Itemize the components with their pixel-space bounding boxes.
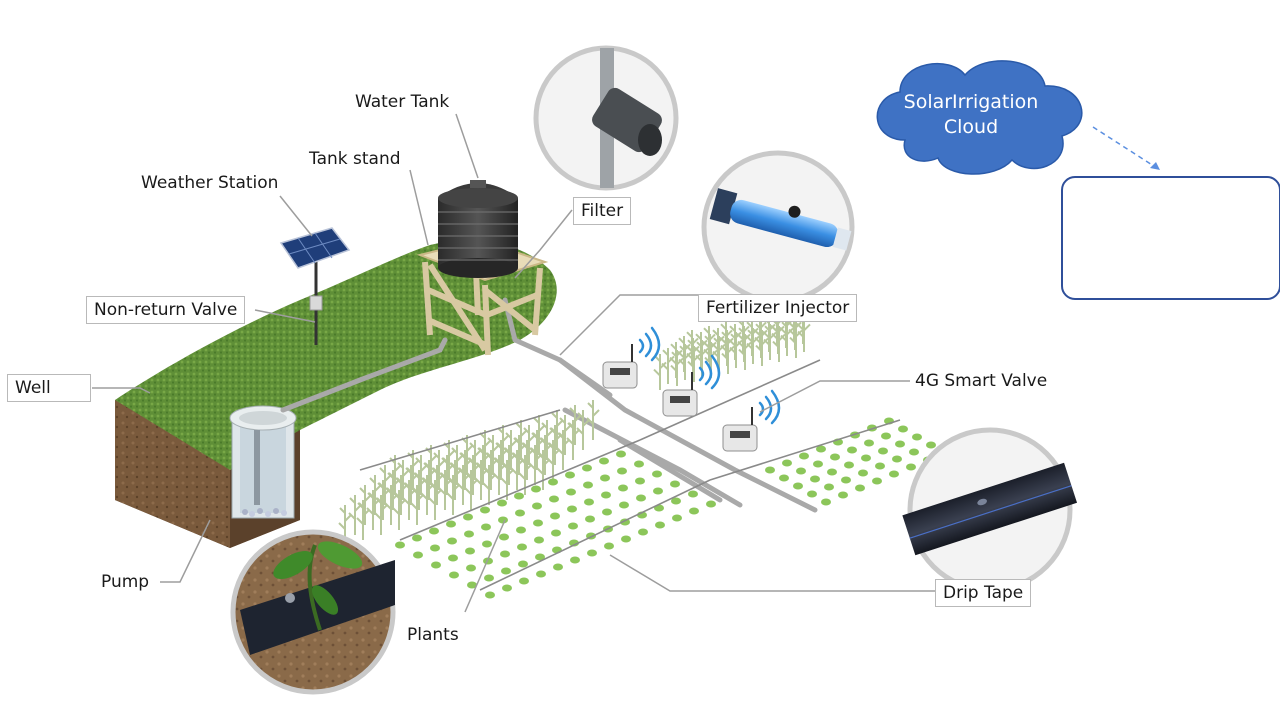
cloud-connector: [1092, 126, 1161, 171]
label-water-tank: Water Tank: [355, 92, 450, 112]
label-weather-station: Weather Station: [141, 173, 279, 193]
label-drip-tape: Drip Tape: [935, 579, 1032, 607]
gravel: [242, 508, 287, 517]
seedling-field: [395, 450, 716, 599]
main-pipe: [280, 297, 818, 513]
label-non-return-valve: Non-return Valve: [86, 296, 246, 324]
drip-lines: [359, 359, 901, 591]
well: [229, 405, 297, 519]
label-filter: Filter: [573, 197, 632, 225]
label-4g-smart-valve: 4G Smart Valve: [915, 371, 1048, 391]
cloud-label-line1: SolarIrrigation: [903, 91, 1039, 113]
label-tank-stand: Tank stand: [309, 149, 401, 169]
maize-field-right: [653, 306, 811, 390]
fertilizer-injector-inset: [701, 150, 855, 304]
connector-arrow: [1150, 162, 1160, 170]
cloud-icon: [876, 60, 1083, 175]
maize-field-left: [338, 400, 600, 545]
wifi-icon: [638, 326, 781, 425]
label-pump: Pump: [101, 572, 150, 592]
smart-valve-3: [722, 407, 758, 452]
cloud-label: SolarIrrigation Cloud: [896, 90, 1046, 140]
leader-lines: [92, 113, 935, 613]
plants-inset: [230, 529, 396, 695]
cloud-label-line2: Cloud: [943, 116, 999, 138]
label-well: Well: [7, 374, 91, 402]
phone-reading: 80°: [1218, 220, 1234, 230]
water-tank: [438, 180, 518, 278]
label-fertilizer-injector: Fertilizer Injector: [698, 294, 858, 322]
filter-inset: [533, 45, 679, 191]
weather-station: [279, 227, 351, 345]
devices-panel: [1061, 176, 1280, 300]
smart-valve-1: [602, 344, 638, 389]
smart-valve-2: [662, 372, 698, 417]
label-plants: Plants: [407, 625, 459, 645]
drip-tape-inset: [902, 427, 1078, 593]
